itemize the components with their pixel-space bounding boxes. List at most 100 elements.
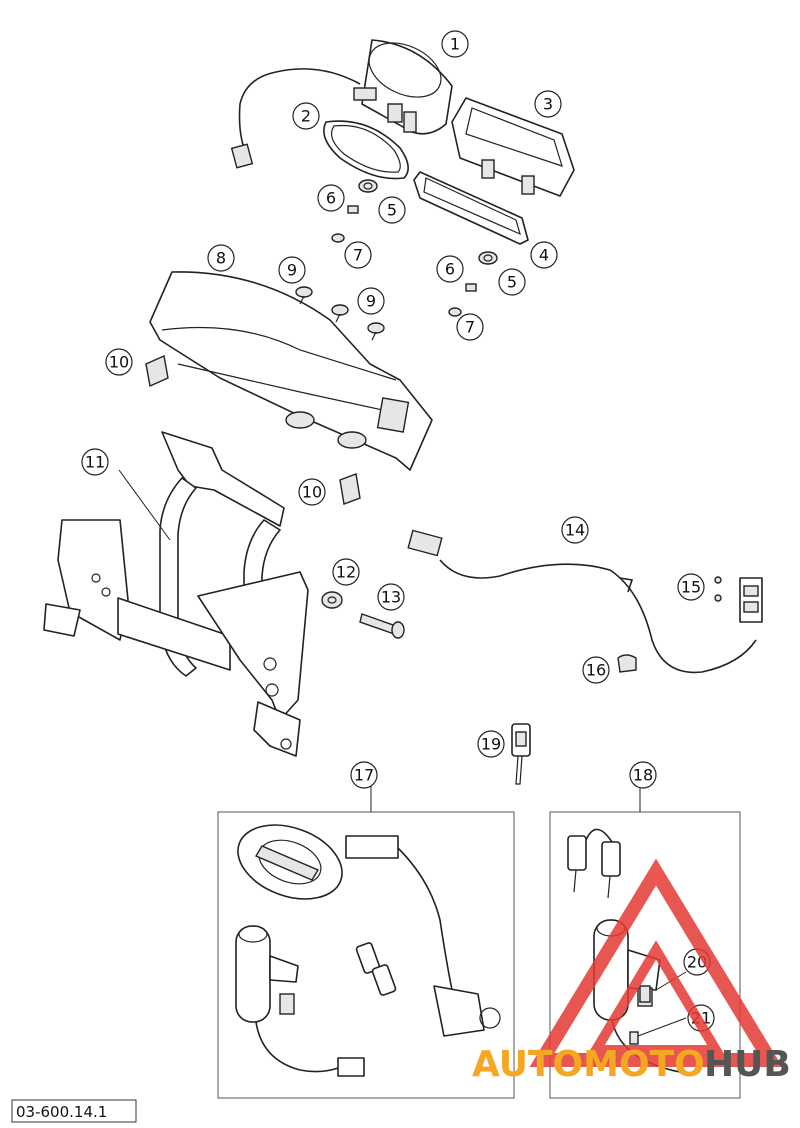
callout-number: 6: [326, 189, 336, 208]
callout-number: 6: [445, 260, 455, 279]
callout-number: 16: [586, 661, 606, 680]
part-9-screw-a: [295, 286, 313, 305]
callout-number: 4: [539, 246, 549, 265]
callout-14: 14: [561, 516, 589, 544]
callout-circle: [317, 184, 345, 212]
callout-6: 6: [436, 255, 464, 283]
callout-10: 10: [105, 348, 133, 376]
callout-number: 9: [366, 292, 376, 311]
part-17-ignition-lock-kit: [235, 824, 501, 1077]
callout-circle: [332, 558, 360, 586]
watermark-text-automoto: AUTOMOTO: [472, 1044, 705, 1085]
callout-17: 17: [350, 761, 378, 789]
callout-circle: [278, 256, 306, 284]
part-5-grommet-left: [358, 179, 378, 193]
reference-code-box: [11, 1099, 137, 1123]
callout-circle: [456, 313, 484, 341]
callout-circle: [298, 478, 326, 506]
part-6-nut-right: [465, 283, 477, 292]
part-20-screw: [639, 985, 651, 1003]
callout-circle: [498, 268, 526, 296]
callout-number: 11: [85, 453, 105, 472]
kit-17-box: [217, 811, 515, 1099]
callout-5: 5: [378, 196, 406, 224]
part-16-cable-clip: [617, 654, 637, 673]
callout-7: 7: [344, 241, 372, 269]
callout-number: 18: [633, 766, 653, 785]
callout-number: 12: [336, 563, 356, 582]
part-4-gasket: [413, 171, 529, 245]
callout-number: 10: [302, 483, 322, 502]
callout-number: 8: [216, 249, 226, 268]
part-1-speedometer: [230, 39, 453, 169]
callout-number: 7: [353, 246, 363, 265]
callout-circle: [377, 583, 405, 611]
part-3-tachometer: [451, 97, 575, 197]
callout-circle: [292, 102, 320, 130]
part-5-grommet-right: [478, 251, 498, 265]
callout-circle: [561, 516, 589, 544]
callout-number: 13: [381, 588, 401, 607]
callout-19: 19: [477, 730, 505, 758]
callout-circle: [81, 448, 109, 476]
callout-10: 10: [298, 478, 326, 506]
callout-circle: [582, 656, 610, 684]
callout-circle: [207, 244, 235, 272]
callout-number: 7: [465, 318, 475, 337]
callout-circle: [534, 90, 562, 118]
callout-number: 9: [287, 261, 297, 280]
kit-18-box: [549, 811, 741, 1099]
callout-15: 15: [677, 573, 705, 601]
reference-code: 03-600.14.1: [16, 1103, 107, 1121]
part-21-screw: [629, 1031, 639, 1045]
callout-circle: [436, 255, 464, 283]
callout-circle: [378, 196, 406, 224]
callout-circle: [350, 761, 378, 789]
callout-circle: [629, 761, 657, 789]
callout-9: 9: [278, 256, 306, 284]
callout-number: 14: [565, 521, 585, 540]
callout-13: 13: [377, 583, 405, 611]
part-8-instrument-housing: [149, 271, 433, 471]
callout-circle: [105, 348, 133, 376]
callout-7: 7: [456, 313, 484, 341]
callout-number: 19: [481, 735, 501, 754]
leader-lines: [118, 469, 687, 1037]
part-10-clip-a: [145, 354, 169, 388]
callout-18: 18: [629, 761, 657, 789]
part-7-washer-right: [448, 307, 462, 317]
part-6-nut-left: [347, 205, 359, 214]
callout-number: 15: [681, 578, 701, 597]
watermark-text-hub: HUB: [704, 1044, 791, 1085]
part-19-key: [511, 723, 531, 785]
callout-3: 3: [534, 90, 562, 118]
callout-12: 12: [332, 558, 360, 586]
callout-16: 16: [582, 656, 610, 684]
callout-1: 1: [441, 30, 469, 58]
callout-circle: [530, 241, 558, 269]
part-7-washer-left: [331, 233, 345, 243]
callout-number: 1: [450, 35, 460, 54]
callout-11: 11: [81, 448, 109, 476]
callout-number: 5: [387, 201, 397, 220]
callout-circle: [344, 241, 372, 269]
part-11-mounting-bracket: [43, 431, 309, 757]
part-9-screw-c: [367, 322, 385, 341]
part-18-lock-set: [567, 828, 681, 1073]
callout-circle: [677, 573, 705, 601]
callout-circle: [477, 730, 505, 758]
callout-number: 17: [354, 766, 374, 785]
callout-number: 10: [109, 353, 129, 372]
watermark-logo: [529, 858, 783, 1067]
part-10-clip-b: [339, 473, 361, 505]
callout-circle: [357, 287, 385, 315]
callout-4: 4: [530, 241, 558, 269]
callout-number: 2: [301, 107, 311, 126]
callout-number: 5: [507, 273, 517, 292]
callout-8: 8: [207, 244, 235, 272]
callout-9: 9: [357, 287, 385, 315]
part-2-gasket: [323, 120, 409, 180]
part-13-bolt: [359, 613, 405, 639]
